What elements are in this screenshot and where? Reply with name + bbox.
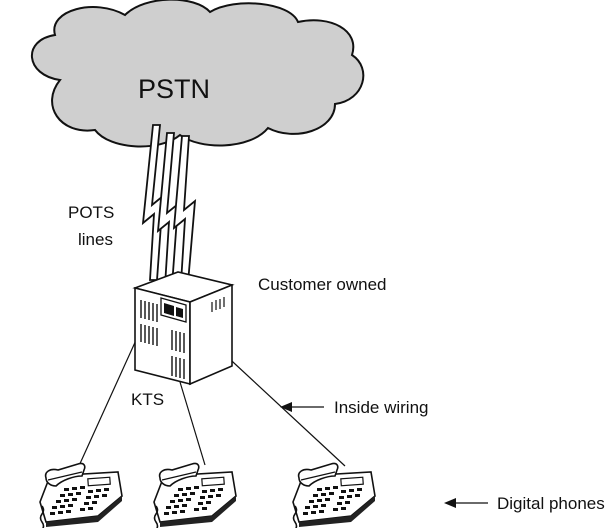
- cloud-label: PSTN: [138, 74, 210, 104]
- arrow-left-icon: [280, 402, 324, 412]
- desk-telephone-icon: [292, 462, 376, 528]
- desk-telephone-icon: [153, 462, 237, 528]
- wire-to-phone-1: [77, 337, 138, 469]
- pots-lines-label-line2: lines: [78, 230, 113, 249]
- arrow-left-icon: [444, 498, 488, 508]
- kts-label: KTS: [131, 390, 164, 409]
- digital-phones-label: Digital phones: [497, 494, 605, 513]
- pots-line-bolt: [172, 135, 197, 284]
- pots-lines: [141, 124, 197, 287]
- pots-lines-label-line1: POTS: [68, 203, 114, 222]
- desk-telephone-icon: [39, 462, 123, 528]
- customer-owned-label: Customer owned: [258, 275, 387, 294]
- inside-wiring-label: Inside wiring: [334, 398, 429, 417]
- key-telephone-system-cabinet-icon: [132, 271, 235, 386]
- wire-to-phone-2: [179, 381, 206, 466]
